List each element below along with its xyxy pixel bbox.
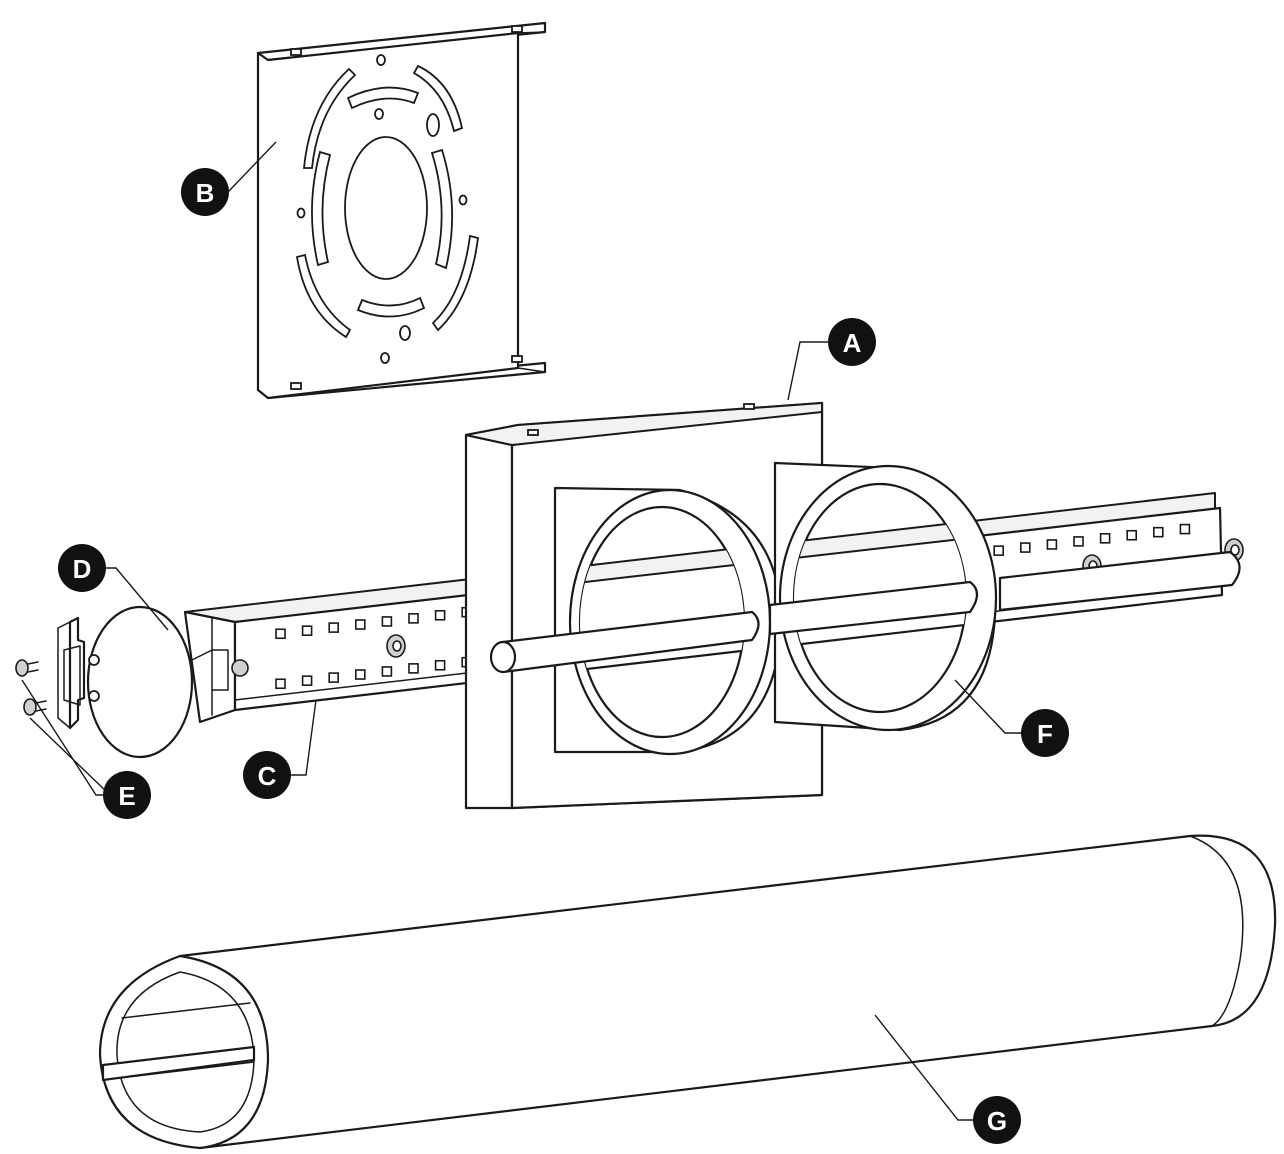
callout-b-label: B: [196, 178, 215, 208]
callout-e-label: E: [118, 781, 135, 811]
rail-square-hole: [275, 628, 286, 640]
rail-square-hole: [1019, 542, 1031, 553]
leader-f: [954, 679, 1022, 734]
callout-d: D: [58, 544, 106, 592]
callout-f-label: F: [1037, 719, 1053, 749]
callout-a: A: [828, 318, 876, 366]
rail-square-hole: [381, 616, 393, 627]
rail-square-hole: [354, 669, 366, 680]
callout-c-label: C: [258, 761, 277, 791]
rail-square-hole: [328, 622, 340, 633]
rail-square-hole: [328, 672, 340, 683]
rail-square-hole: [1099, 533, 1111, 544]
callout-f: F: [1021, 709, 1069, 757]
rail-square-hole: [381, 666, 393, 677]
rail-square-hole: [301, 625, 313, 636]
rail-square-hole: [1179, 523, 1191, 535]
leader-c: [290, 699, 317, 776]
rail-square-hole: [408, 613, 419, 624]
rail-square-hole: [301, 675, 313, 686]
rail-square-hole: [354, 619, 366, 630]
rail-square-hole: [993, 545, 1005, 556]
rail-square-hole: [434, 609, 446, 621]
leader-b: [227, 141, 277, 193]
leader-g: [874, 1014, 975, 1121]
callout-c: C: [243, 751, 291, 799]
callout-e: E: [103, 771, 151, 819]
leader-a: [787, 341, 828, 401]
rail-square-hole: [275, 678, 286, 690]
callout-a-label: A: [843, 328, 862, 358]
threaded-rod: [489, 550, 1241, 674]
callout-g: G: [973, 1096, 1021, 1144]
part-g-tube: [98, 834, 1277, 1150]
leader-d: [104, 567, 169, 631]
part-d-end-cap: [57, 605, 249, 759]
rail-square-hole: [1126, 529, 1137, 541]
part-e-screws: [15, 659, 47, 716]
rail-stud-center: [392, 640, 402, 652]
rail-square-hole: [408, 663, 419, 674]
rail-square-hole: [434, 659, 446, 671]
rail-square-hole: [1046, 539, 1058, 550]
part-b-mounting-plate: [256, 21, 547, 400]
callout-d-label: D: [73, 554, 92, 584]
rail-square-hole: [1153, 526, 1164, 538]
callout-g-label: G: [987, 1106, 1007, 1136]
callout-b: B: [181, 168, 229, 216]
rail-square-hole: [1073, 536, 1084, 547]
